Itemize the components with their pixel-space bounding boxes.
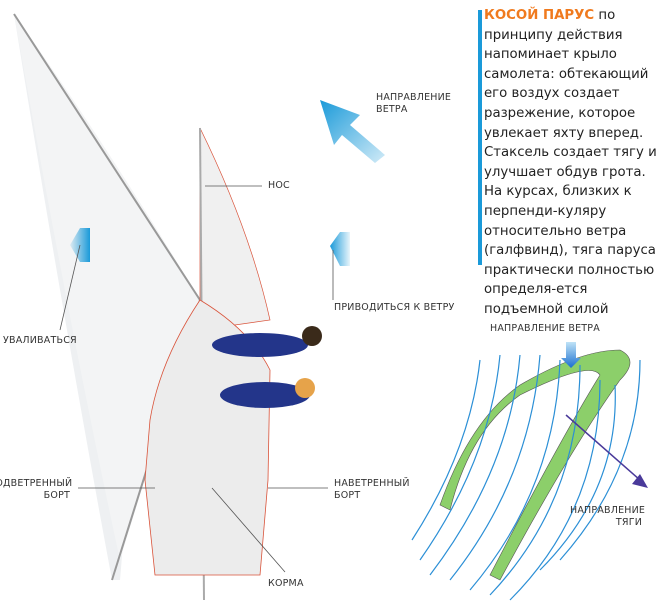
diagram-thrust-direction: НАПРАВЛЕНИЕ ТЯГИ: [570, 505, 646, 528]
accent-bar: [478, 10, 482, 265]
hull: [144, 299, 271, 576]
wind-arrow-icon: [320, 100, 385, 163]
thrust-arrow-icon: [632, 474, 648, 488]
diagram-wind-direction: НАПРАВЛЕНИЕ ВЕТРА: [490, 323, 600, 334]
intro-paragraph: КОСОЙ ПАРУС по принципу действия напомин…: [484, 6, 664, 320]
intro-text: по принципу действия напоминает крыло са…: [484, 8, 657, 317]
label-bow: НОС: [268, 180, 290, 191]
intro-highlight: КОСОЙ ПАРУС: [484, 8, 595, 23]
label-luff-up: ПРИВОДИТЬСЯ К ВЕТРУ: [334, 302, 455, 313]
label-windward-side: НАВЕТРЕННЫЙ БОРТ: [334, 478, 410, 501]
label-stern: КОРМА: [268, 578, 304, 589]
jib: [199, 127, 271, 331]
luff-up-arrow-icon: [330, 232, 350, 266]
airflow-diagram: [411, 342, 648, 601]
label-leeward-side: ПОДВЕТРЕННЫЙ БОРТ: [0, 478, 73, 501]
label-wind-direction: НАПРАВЛЕНИЕ ВЕТРА: [376, 92, 452, 115]
label-bear-away: УВАЛИВАТЬСЯ: [3, 335, 77, 346]
wind-down-arrow-icon: [561, 342, 581, 368]
